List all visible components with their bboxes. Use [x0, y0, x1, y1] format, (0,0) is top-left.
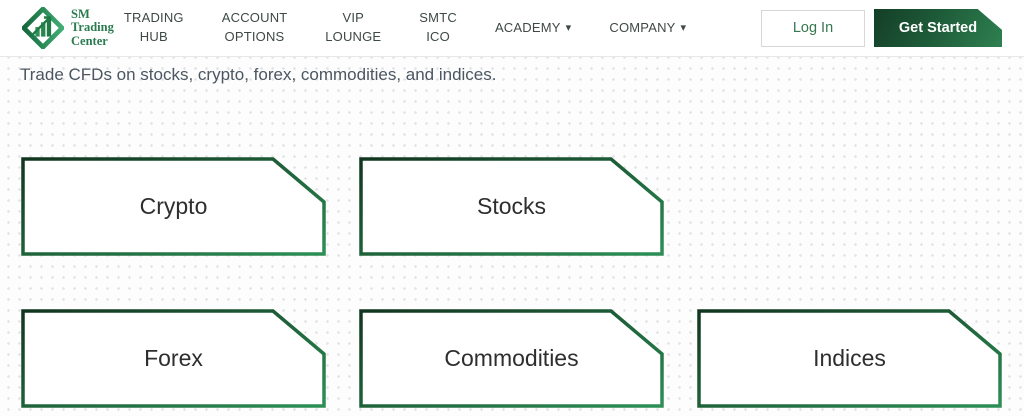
card-label: Indices — [813, 345, 886, 371]
header-actions: Log In Get Started — [761, 9, 1002, 47]
cards-row-1: Crypto Stocks — [21, 157, 1024, 256]
logo-diamond-chart-icon — [22, 7, 64, 49]
nav-label: SMTC ICO — [419, 10, 457, 44]
nav-label: VIP LOUNGE — [325, 10, 382, 44]
card-border-shape — [697, 309, 1002, 408]
cards-row-2: Forex Commodities Indices — [21, 309, 1024, 408]
hero-subtitle: Trade CFDs on stocks, crypto, forex, com… — [20, 65, 497, 84]
logo-line-1: SM — [71, 6, 90, 21]
nav-item-account-options[interactable]: ACCOUNT OPTIONS — [222, 9, 287, 47]
card-label: Crypto — [139, 193, 208, 219]
card-border-shape — [359, 309, 664, 408]
nav-label: ACADEMY — [494, 19, 561, 35]
card-stocks[interactable]: Stocks — [359, 157, 664, 256]
logo-line-3: Center — [71, 33, 108, 48]
nav-label: COMPANY — [609, 19, 676, 35]
header: SM Trading Center TRADING HUB ACCOUNT OP… — [0, 0, 1024, 57]
nav-item-company[interactable]: COMPANY ▾ — [609, 19, 686, 38]
nav-label: TRADING HUB — [123, 10, 184, 44]
login-button[interactable]: Log In — [761, 9, 865, 47]
logo[interactable]: SM Trading Center — [22, 7, 114, 49]
nav-label: ACCOUNT OPTIONS — [221, 10, 288, 44]
main-nav: TRADING HUB ACCOUNT OPTIONS VIP LOUNGE S… — [124, 9, 686, 47]
card-commodities[interactable]: Commodities — [359, 309, 664, 408]
card-border-shape — [21, 309, 326, 408]
card-label: Commodities — [444, 345, 579, 371]
chevron-down-icon: ▾ — [680, 21, 687, 34]
card-border-shape — [359, 157, 664, 256]
logo-text: SM Trading Center — [71, 6, 114, 49]
card-label: Stocks — [476, 193, 547, 219]
card-label: Forex — [144, 345, 203, 371]
nav-item-academy[interactable]: ACADEMY ▾ — [495, 19, 571, 38]
logo-line-2: Trading — [71, 20, 114, 35]
get-started-button[interactable]: Get Started — [874, 9, 1002, 47]
card-forex[interactable]: Forex — [21, 309, 326, 408]
nav-item-trading-hub[interactable]: TRADING HUB — [124, 9, 184, 47]
card-crypto[interactable]: Crypto — [21, 157, 326, 256]
nav-item-smtc-ico[interactable]: SMTC ICO — [419, 9, 457, 47]
chevron-down-icon: ▾ — [565, 21, 572, 34]
card-border-shape — [21, 157, 326, 256]
hero-section: Trade CFDs on stocks, crypto, forex, com… — [0, 57, 1024, 416]
card-indices[interactable]: Indices — [697, 309, 1002, 408]
nav-item-vip-lounge[interactable]: VIP LOUNGE — [325, 9, 381, 47]
